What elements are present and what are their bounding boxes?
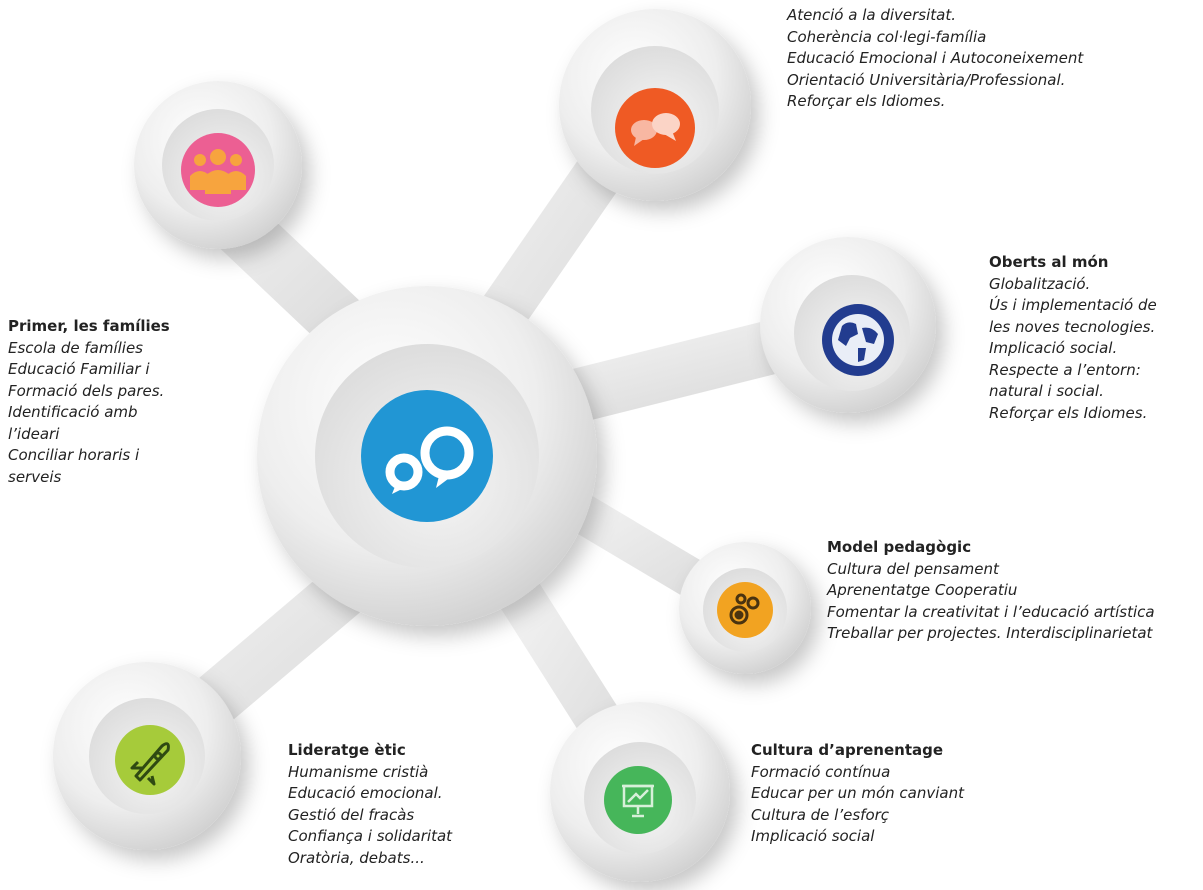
- families-line: Educació Familiar i: [8, 360, 150, 378]
- world-line: les noves tecnologies.: [989, 317, 1156, 336]
- world-line: Globalització.: [989, 274, 1091, 293]
- world-title: Oberts al món: [989, 253, 1109, 271]
- leadership-line: Gestió del fracàs: [288, 805, 415, 824]
- families-line: serveis: [8, 467, 62, 486]
- leadership-line: Educació emocional.: [288, 784, 443, 802]
- node-families: [134, 81, 302, 249]
- culture-text: Cultura d’aprenentage Formació contínua …: [751, 740, 964, 848]
- world-line: Implicació social.: [989, 339, 1118, 357]
- model-text: Model pedagògic Cultura del pensament Ap…: [827, 537, 1155, 645]
- culture-line: Implicació social: [751, 827, 875, 845]
- node-world: [760, 237, 936, 413]
- leadership-line: Confiança i solidaritat: [288, 827, 453, 845]
- families-line: l’ideari: [8, 424, 60, 443]
- rocket-icon: [130, 742, 170, 786]
- families-title: Primer, les famílies: [8, 317, 170, 335]
- world-line: natural i social.: [989, 382, 1104, 400]
- culture-line: Formació contínua: [751, 762, 891, 781]
- presentation-chart-icon: [622, 784, 654, 818]
- diversity-text: Atenció a la diversitat. Coherència col·…: [787, 5, 1083, 113]
- node-culture: [550, 702, 730, 882]
- families-line: Escola de famílies: [8, 338, 143, 357]
- model-line: Fomentar la creativitat i l’educació art…: [827, 602, 1155, 621]
- leadership-text: Lideratge ètic Humanisme cristià Educaci…: [288, 740, 452, 869]
- families-line: Formació dels pares.: [8, 381, 165, 400]
- diversity-line: Orientació Universitària/Professional.: [787, 70, 1066, 89]
- families-line: Conciliar horaris i: [8, 446, 140, 464]
- world-text: Oberts al món Globalització. Ús i implem…: [989, 252, 1157, 424]
- world-line: Respecte a l’entorn:: [989, 360, 1141, 379]
- model-line: Aprenentatge Cooperatiu: [827, 581, 1018, 599]
- culture-line: Cultura de l’esforç: [751, 805, 890, 824]
- node-diversity: [559, 9, 751, 201]
- leadership-title: Lideratge ètic: [288, 741, 406, 759]
- diversity-line: Educació Emocional i Autoconeixement: [787, 49, 1084, 67]
- families-line: Identificació amb: [8, 403, 138, 421]
- diversity-line: Coherència col·legi-família: [787, 27, 987, 46]
- culture-line: Educar per un món canviant: [751, 784, 964, 802]
- model-title: Model pedagògic: [827, 538, 972, 556]
- gears-icon: [729, 593, 760, 625]
- node-leadership: [53, 662, 241, 850]
- speech-bubbles-icon: [385, 426, 474, 494]
- families-text: Primer, les famílies Escola de famílies …: [8, 316, 170, 488]
- leadership-line: Oratòria, debats...: [288, 848, 425, 867]
- model-line: Treballar per projectes. Interdisciplina…: [827, 624, 1153, 642]
- world-line: Ús i implementació de: [989, 296, 1157, 314]
- culture-title: Cultura d’aprenentage: [751, 741, 944, 759]
- chat-bubbles-icon: [631, 113, 680, 146]
- people-group-icon: [190, 149, 246, 194]
- world-line: Reforçar els Idiomes.: [989, 403, 1148, 422]
- hub-node: [257, 286, 597, 626]
- globe-icon: [832, 314, 884, 366]
- model-line: Cultura del pensament: [827, 559, 999, 578]
- leadership-line: Humanisme cristià: [288, 762, 429, 781]
- node-model: [679, 542, 811, 674]
- diversity-line: Atenció a la diversitat.: [787, 6, 956, 24]
- culture-color-disc: [604, 766, 672, 834]
- diversity-line: Reforçar els Idiomes.: [787, 92, 946, 110]
